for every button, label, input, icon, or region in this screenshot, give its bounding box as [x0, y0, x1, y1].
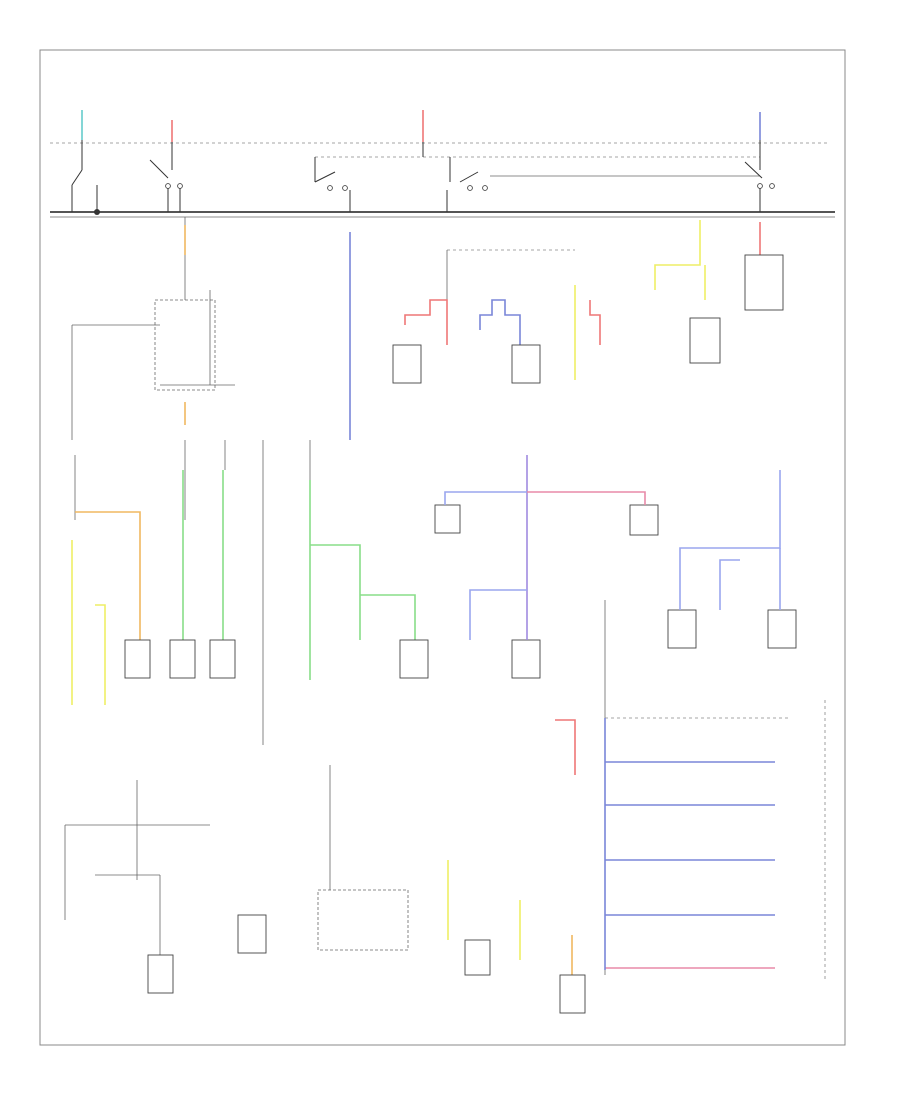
- component-12: [667, 609, 697, 649]
- green-wire-5: [360, 594, 416, 640]
- red-wire-a: [404, 299, 448, 345]
- component-3: [689, 317, 721, 364]
- diagram-frame: [39, 49, 846, 1046]
- component-9: [511, 639, 541, 679]
- relay-top-center: [314, 110, 488, 212]
- relay-top-right: [744, 112, 775, 212]
- component-17: [464, 939, 491, 976]
- red-wire-d: [555, 719, 576, 775]
- blue-wire-f: [719, 559, 740, 610]
- component-10: [434, 504, 461, 534]
- yellow-wire-e: [95, 604, 106, 705]
- red-wire-b: [589, 300, 601, 345]
- component-6: [169, 639, 196, 679]
- component-11: [629, 504, 659, 536]
- component-4: [744, 254, 784, 311]
- component-13: [767, 609, 797, 649]
- relay-top-left: [149, 120, 183, 212]
- orange-wire-3: [75, 511, 141, 640]
- yellow-wire-b: [654, 220, 701, 290]
- component-15: [147, 954, 174, 994]
- component-1: [392, 344, 422, 384]
- blue-wire-d: [679, 470, 781, 610]
- component-14: [559, 974, 586, 1014]
- component-8: [399, 639, 429, 679]
- switch-left-arm: [71, 169, 83, 186]
- green-wire-4: [310, 544, 361, 640]
- blue-wire-b: [444, 491, 527, 505]
- blue-wire-a: [479, 299, 521, 345]
- component-7: [209, 639, 236, 679]
- control-module: [154, 299, 216, 391]
- relay-box: [317, 889, 409, 951]
- pink-wire-a: [527, 491, 646, 505]
- component-16: [237, 914, 267, 954]
- component-2: [511, 344, 541, 384]
- component-5: [124, 639, 151, 679]
- blue-wire-c: [469, 589, 527, 640]
